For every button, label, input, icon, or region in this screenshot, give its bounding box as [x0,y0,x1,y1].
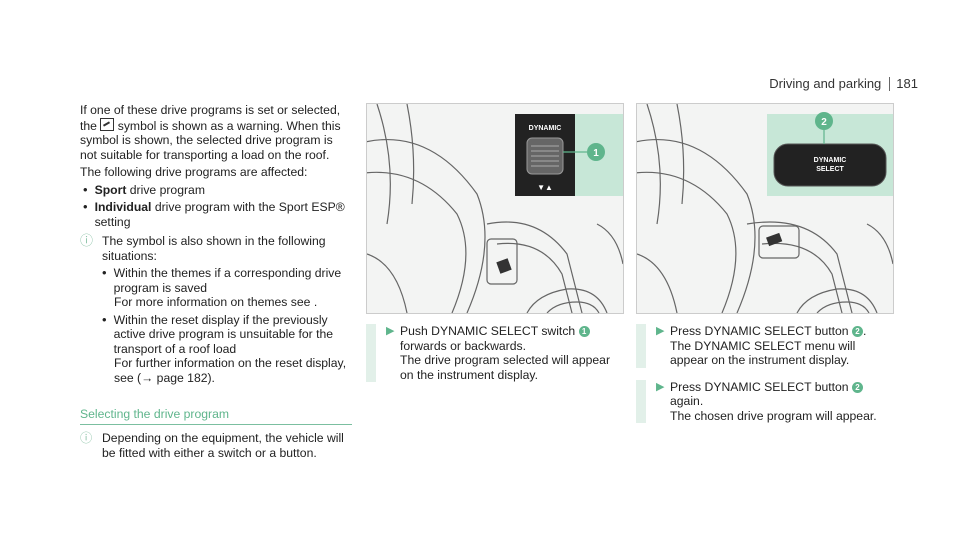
step-result: The DYNAMIC SELECT menu will appear on t… [670,338,856,368]
sub-item-more[interactable]: For further information on the reset dis… [114,356,347,385]
callout-2-label: 2 [821,117,827,128]
button-label-1: DYNAMIC [814,157,847,164]
arrow-right-icon: ▶ [656,380,665,393]
intro-text-a: If one of these drive programs is set or… [80,103,341,133]
affected-text: The following drive programs are affecte… [80,165,308,179]
section-heading: Selecting the drive program [80,407,352,425]
button-instructions: ▶ Press DYNAMIC SELECT button 2. The DYN… [636,324,892,427]
callout-badge: 1 [578,326,590,337]
step: ▶ Push DYNAMIC SELECT switch 1 forwards … [366,324,622,382]
step-text: Push DYNAMIC SELECT switch [400,324,576,338]
callout-1-icon [587,143,605,161]
figure-button: DYNAMIC SELECT 2 [636,103,894,314]
bullet-icon: • [102,311,107,327]
callout-badge: 2 [851,381,863,393]
info-icon: ⓘ [80,431,93,445]
step-text: Press DYNAMIC SELECT button [670,324,849,338]
left-column: If one of these drive programs is set or… [80,103,352,388]
callout-2-icon [815,112,833,130]
section-name: Driving and parking [769,76,882,91]
section-note-text: Depending on the equipment, the vehicle … [102,431,344,460]
sub-list: • Within the themes if a corresponding d… [80,266,352,385]
button-label-2: SELECT [816,166,844,173]
arrows-label: ▼▲ [537,183,553,192]
sub-item-text: Within the themes if a corresponding dri… [113,266,342,295]
step-text: Press DYNAMIC SELECT button [670,379,849,394]
step-text-post: forwards or backwards. [400,338,526,353]
list-item: • Sport drive program [80,181,352,198]
switch-label: DYNAMIC [529,125,562,132]
step-text-post: . [862,324,867,338]
item-text: drive program [129,182,205,197]
list-item: • Within the themes if a corresponding d… [88,266,352,295]
callout-badge: 2 [851,326,863,337]
bullet-icon: • [102,265,107,280]
page-number: 181 [896,76,918,91]
bullet-icon: • [83,181,88,197]
list-item: • Individual drive program with the Spor… [80,200,352,229]
note: ⓘ The symbol is also shown in the follow… [80,233,352,263]
header-divider [889,76,891,91]
item-text: drive program with the Sport ESP® settin… [94,200,345,229]
intro-paragraph: If one of these drive programs is set or… [80,103,352,162]
intro-text-b: symbol is shown as a warning. When this … [80,118,341,162]
button-illustration: DYNAMIC SELECT 2 [637,104,893,313]
bullet-icon: • [83,199,88,214]
switch-illustration: DYNAMIC ▼▲ 1 [367,104,623,313]
step-text-post: again. [670,394,704,408]
step-result: The drive program selected will appear o… [400,353,610,382]
switch-instructions: ▶ Push DYNAMIC SELECT switch 1 forwards … [366,324,622,386]
item-bold: Individual [94,200,152,214]
sub-item-more: For more information on themes see . [114,295,318,309]
step: ▶ Press DYNAMIC SELECT button 2. The DYN… [636,324,892,368]
roof-load-warning-icon [100,117,115,131]
step: ▶ Press DYNAMIC SELECT button 2 again. T… [636,379,892,423]
page-header: Driving and parking 181 [769,76,918,91]
list-item: • Within the reset display if the previo… [88,311,352,357]
item-bold: Sport [94,182,127,197]
step-result: The chosen drive program will appear. [670,408,877,423]
note-text: The symbol is also shown in the followin… [102,234,326,263]
info-icon: ⓘ [80,233,94,248]
figure-switch: DYNAMIC ▼▲ 1 [366,103,624,314]
sub-item-text: Within the reset display if the previous… [113,312,334,356]
callout-1-label: 1 [593,148,599,159]
section-note: ⓘ Depending on the equipment, the vehicl… [80,431,352,460]
arrow-right-icon: ▶ [386,325,395,337]
arrow-right-icon: ▶ [656,325,665,337]
